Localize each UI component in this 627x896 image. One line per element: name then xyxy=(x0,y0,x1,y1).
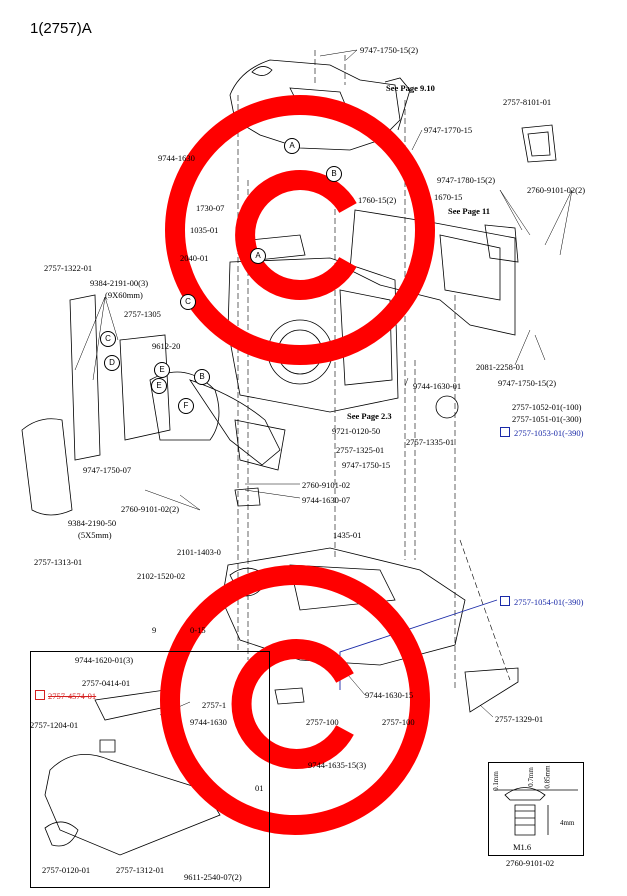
part-label: 9384-2191-00(3) xyxy=(90,278,149,288)
part-label: 2757-1052-01(-100) xyxy=(512,402,582,412)
callout-b: B xyxy=(194,369,210,385)
part-label: 2757-0120-01 xyxy=(42,865,91,875)
removed-part-box-icon xyxy=(35,690,45,700)
callout-e: E xyxy=(151,378,167,394)
part-label: 9744-1630-07 xyxy=(302,495,351,505)
callout-b: B xyxy=(326,166,342,182)
part-label: 2757-100 xyxy=(382,717,415,727)
screw-detail-panel xyxy=(488,762,584,856)
part-label: 2760-9101-02 xyxy=(302,480,351,490)
copyright-watermark-icon xyxy=(165,95,435,365)
part-label: 9744-1630 xyxy=(158,153,195,163)
part-note: (9X60mm) xyxy=(105,290,143,300)
inset-panel xyxy=(30,651,270,888)
part-label: 2757-8101-01 xyxy=(503,97,552,107)
part-label: 2757-1313-01 xyxy=(34,557,83,567)
callout-c: C xyxy=(180,294,196,310)
part-label: 9721-0120-50 xyxy=(332,426,381,436)
part-label: 2102-1520-02 xyxy=(137,571,186,581)
part-label: 2757-0414-01 xyxy=(82,678,131,688)
dimension-label: 0.1mm xyxy=(491,771,500,791)
page-title: 1(2757)A xyxy=(30,20,92,37)
callout-e: E xyxy=(154,362,170,378)
dimension-label: 0.7mm xyxy=(526,767,535,787)
part-label-blue: 2757-1054-01(-390) xyxy=(500,595,583,607)
part-label: 2757-1312-01 xyxy=(116,865,165,875)
part-label: 9744-1630-15 xyxy=(365,690,414,700)
callout-d: D xyxy=(104,355,120,371)
part-label: 2757-1204-01 xyxy=(30,720,79,730)
part-label: 9744-1630 xyxy=(190,717,227,727)
part-label: 2757-1051-01(-300) xyxy=(512,414,582,424)
part-label: 2081-2258-01 xyxy=(476,362,525,372)
new-part-box-icon xyxy=(500,427,510,437)
part-label: 9744-1635-15(3) xyxy=(308,760,367,770)
part-label: 2757-1 xyxy=(202,700,227,710)
part-label: 9612-20 xyxy=(152,341,181,351)
part-label: 9747-1750-07 xyxy=(83,465,132,475)
part-label: 2757-1329-01 xyxy=(495,714,544,724)
page-reference: See Page 2.3 xyxy=(347,411,392,421)
part-label: 2757-1325-01 xyxy=(336,445,385,455)
part-label: 9611-2540-07(2) xyxy=(184,872,242,882)
part-label-red: 2757-4574-01 xyxy=(35,689,96,701)
part-label: 9744-1620-01(3) xyxy=(75,655,134,665)
part-label: 9747-1770-15 xyxy=(424,125,473,135)
part-label: 2760-9101-02(2) xyxy=(121,504,180,514)
part-label: 9747-1750-15(2) xyxy=(360,45,419,55)
dimension-label: 0.85mm xyxy=(543,765,552,789)
callout-a: A xyxy=(250,248,266,264)
part-note: (5X5mm) xyxy=(78,530,112,540)
part-label: 9 xyxy=(152,625,157,635)
part-number: 2757-1053-01(-390) xyxy=(514,428,584,438)
part-label: 1670-15 xyxy=(434,192,463,202)
part-label: 2760-9101-02(2) xyxy=(527,185,586,195)
part-label: 2040-01 xyxy=(180,253,209,263)
part-label: 2757-100 xyxy=(306,717,339,727)
part-label: 1035-01 xyxy=(190,225,219,235)
page-reference: See Page 9.10 xyxy=(386,83,435,93)
part-label: 9747-1750-15 xyxy=(342,460,391,470)
part-label: 9384-2190-50 xyxy=(68,518,117,528)
part-label: 9744-1630-01 xyxy=(413,381,462,391)
part-label: 0-15 xyxy=(190,625,206,635)
part-label: 9747-1780-15(2) xyxy=(437,175,496,185)
part-label: 2101-1403-0 xyxy=(177,547,221,557)
part-number: 2757-1054-01(-390) xyxy=(514,597,584,607)
part-label-blue: 2757-1053-01(-390) xyxy=(500,426,583,438)
callout-c: C xyxy=(100,331,116,347)
part-label: 2757-1335-01 xyxy=(406,437,455,447)
callout-a: A xyxy=(284,138,300,154)
callout-f: F xyxy=(178,398,194,414)
dimension-label: 4mm xyxy=(560,819,575,827)
part-label: 2760-9101-02 xyxy=(506,858,555,868)
part-label: 2757-1322-01 xyxy=(44,263,93,273)
copyright-watermark-icon xyxy=(160,565,430,835)
part-label: 2757-1305 xyxy=(124,309,161,319)
part-number: 2757-4574-01 xyxy=(48,691,97,701)
part-label: 1435-01 xyxy=(333,530,362,540)
part-label: 9747-1750-15(2) xyxy=(498,378,557,388)
part-label: 01 xyxy=(255,783,264,793)
part-label: 1760-15(2) xyxy=(358,195,397,205)
page-reference: See Page 11 xyxy=(448,206,491,216)
new-part-box-icon xyxy=(500,596,510,606)
part-label: 1730-07 xyxy=(196,203,225,213)
screw-size: M1.6 xyxy=(513,842,532,852)
